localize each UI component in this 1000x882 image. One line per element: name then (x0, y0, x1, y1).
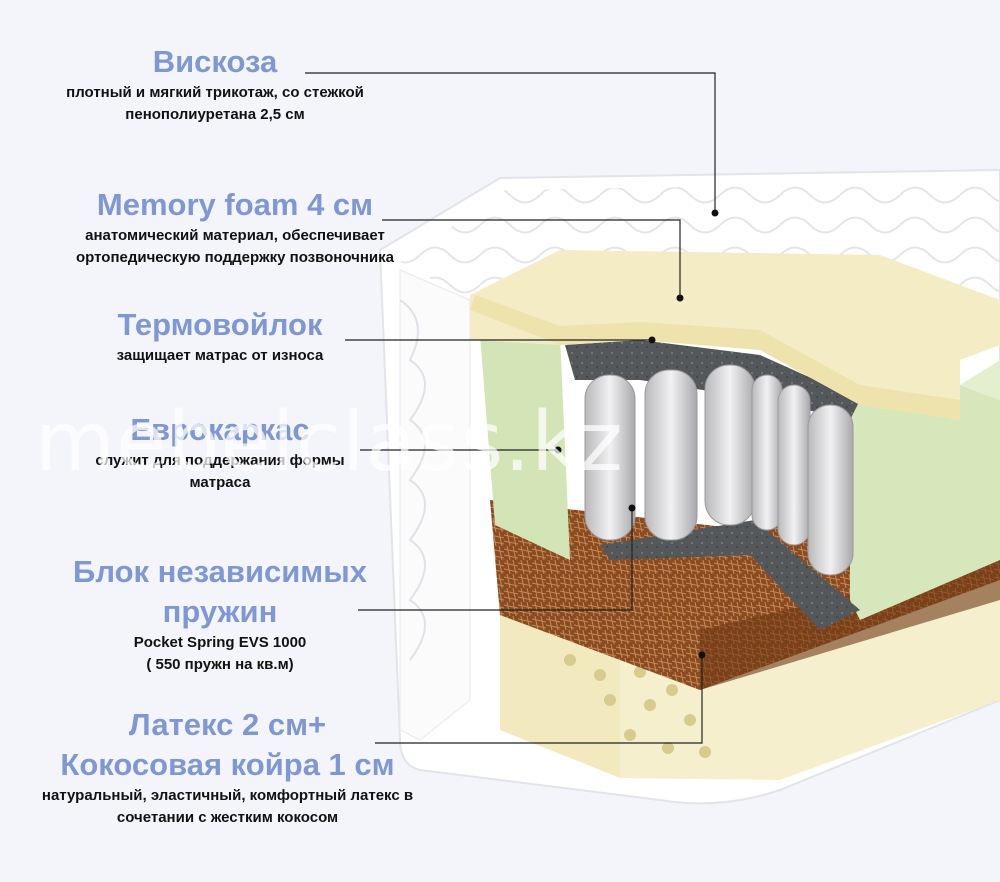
latex-coir-desc-line-1: натуральный, эластичный, комфортный лате… (41, 787, 414, 804)
label-memory-foam: Memory foam 4 см анатомический материал,… (30, 185, 440, 269)
euro-frame-desc-line-1: служит для поддержания формы (95, 452, 345, 469)
latex-coir-title-line-1: Латекс 2 см+ (128, 707, 327, 742)
label-latex-coir: Латекс 2 см+ Кокосовая койра 1 см натура… (0, 705, 455, 829)
callout-lines (305, 72, 716, 744)
latex-coir-title-line-2: Кокосовая койра 1 см (60, 747, 395, 782)
felt-title: Термовойлок (117, 307, 323, 342)
latex-coir-desc-line-2: сочетании с жестким кокосом (116, 809, 339, 826)
viscose-desc-line-2: пенополиуретана 2,5 см (125, 106, 305, 123)
memory-foam-title: Memory foam 4 см (96, 187, 374, 222)
felt-desc-line-1: защищает матрас от износа (116, 347, 324, 364)
callout-dots (554, 209, 719, 659)
spring-block-desc-line-1: Pocket Spring EVS 1000 (133, 634, 307, 651)
spring-block-title-line-2: пружин (162, 594, 278, 629)
euro-frame-title: Еврокаркас (130, 412, 310, 447)
memory-foam-desc-line-2: ортопедическую поддержку позвоночника (76, 249, 394, 266)
spring-block (584, 364, 854, 576)
label-felt: Термовойлок защищает матрас от износа (60, 305, 380, 367)
label-viscose: Вискоза плотный и мягкий трикотаж, со ст… (20, 42, 410, 126)
label-euro-frame: Еврокаркас служит для поддержания формы … (40, 410, 400, 494)
euro-frame (480, 335, 1000, 620)
label-spring-block: Блок независимых пружин Pocket Spring EV… (20, 552, 420, 676)
memory-foam-desc-line-1: анатомический материал, обеспечивает (85, 227, 385, 244)
memory-foam-layer (470, 250, 1000, 420)
spring-block-title-line-1: Блок независимых (73, 554, 367, 589)
euro-frame-desc-line-2: матраса (189, 474, 251, 491)
viscose-title: Вискоза (152, 44, 278, 79)
viscose-desc-line-1: плотный и мягкий трикотаж, со стежкой (66, 84, 364, 101)
spring-block-desc-line-2: ( 550 пружн на кв.м) (146, 656, 294, 673)
